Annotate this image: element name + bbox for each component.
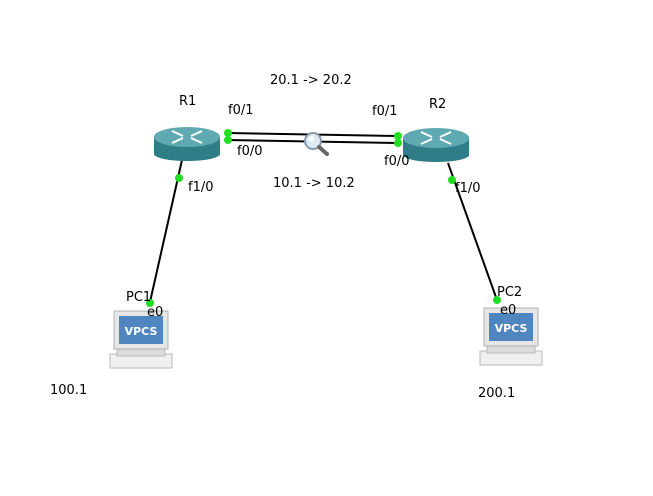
port-status-dots xyxy=(146,129,501,307)
port-dot-pc1-e0 xyxy=(146,299,154,307)
pc1-screen-text: VPCS xyxy=(125,325,158,338)
port-dot-r2-f0-0 xyxy=(394,139,402,147)
router-r2-label: R2 xyxy=(429,97,447,112)
note-pc2-ip: 200.1 xyxy=(478,386,516,401)
port-dot-r2-f0-1 xyxy=(394,132,402,140)
pc2-label: PC2 xyxy=(497,285,523,300)
router-r1-icon[interactable] xyxy=(154,127,220,161)
link-r2-pc2[interactable] xyxy=(447,162,498,301)
port-dot-r1-f1-0 xyxy=(175,174,183,182)
port-dot-r1-f0-0 xyxy=(224,136,232,144)
port-dot-r1-f0-1 xyxy=(224,129,232,137)
port-dot-pc2-e0 xyxy=(493,296,501,304)
router-r1-label: R1 xyxy=(179,94,197,109)
r1-f0-1-label: f0/1 xyxy=(228,103,254,118)
pc2-screen-text: VPCS xyxy=(495,322,528,335)
port-dot-r2-f1-0 xyxy=(448,176,456,184)
r1-f1-0-label: f1/0 xyxy=(188,180,214,195)
pc1-label: PC1 xyxy=(126,290,152,305)
magnifier-capture-icon[interactable] xyxy=(304,132,329,156)
r2-f1-0-label: f1/0 xyxy=(455,181,481,196)
note-pc1-ip: 100.1 xyxy=(50,383,88,398)
router-r2-icon[interactable] xyxy=(403,128,469,162)
r2-f0-0-label: f0/0 xyxy=(384,154,410,169)
pc1-e0-label: e0 xyxy=(147,305,164,320)
pc2-e0-label: e0 xyxy=(500,303,517,318)
r2-f0-1-label: f0/1 xyxy=(372,104,398,119)
pc1-icon[interactable]: VPCS xyxy=(109,310,173,369)
link-r1-pc1[interactable] xyxy=(149,159,183,303)
note-link-20: 20.1 -> 20.2 xyxy=(270,73,352,88)
r1-f0-0-label: f0/0 xyxy=(237,144,263,159)
pc2-icon[interactable]: VPCS xyxy=(479,307,543,366)
note-link-10: 10.1 -> 10.2 xyxy=(273,176,355,191)
